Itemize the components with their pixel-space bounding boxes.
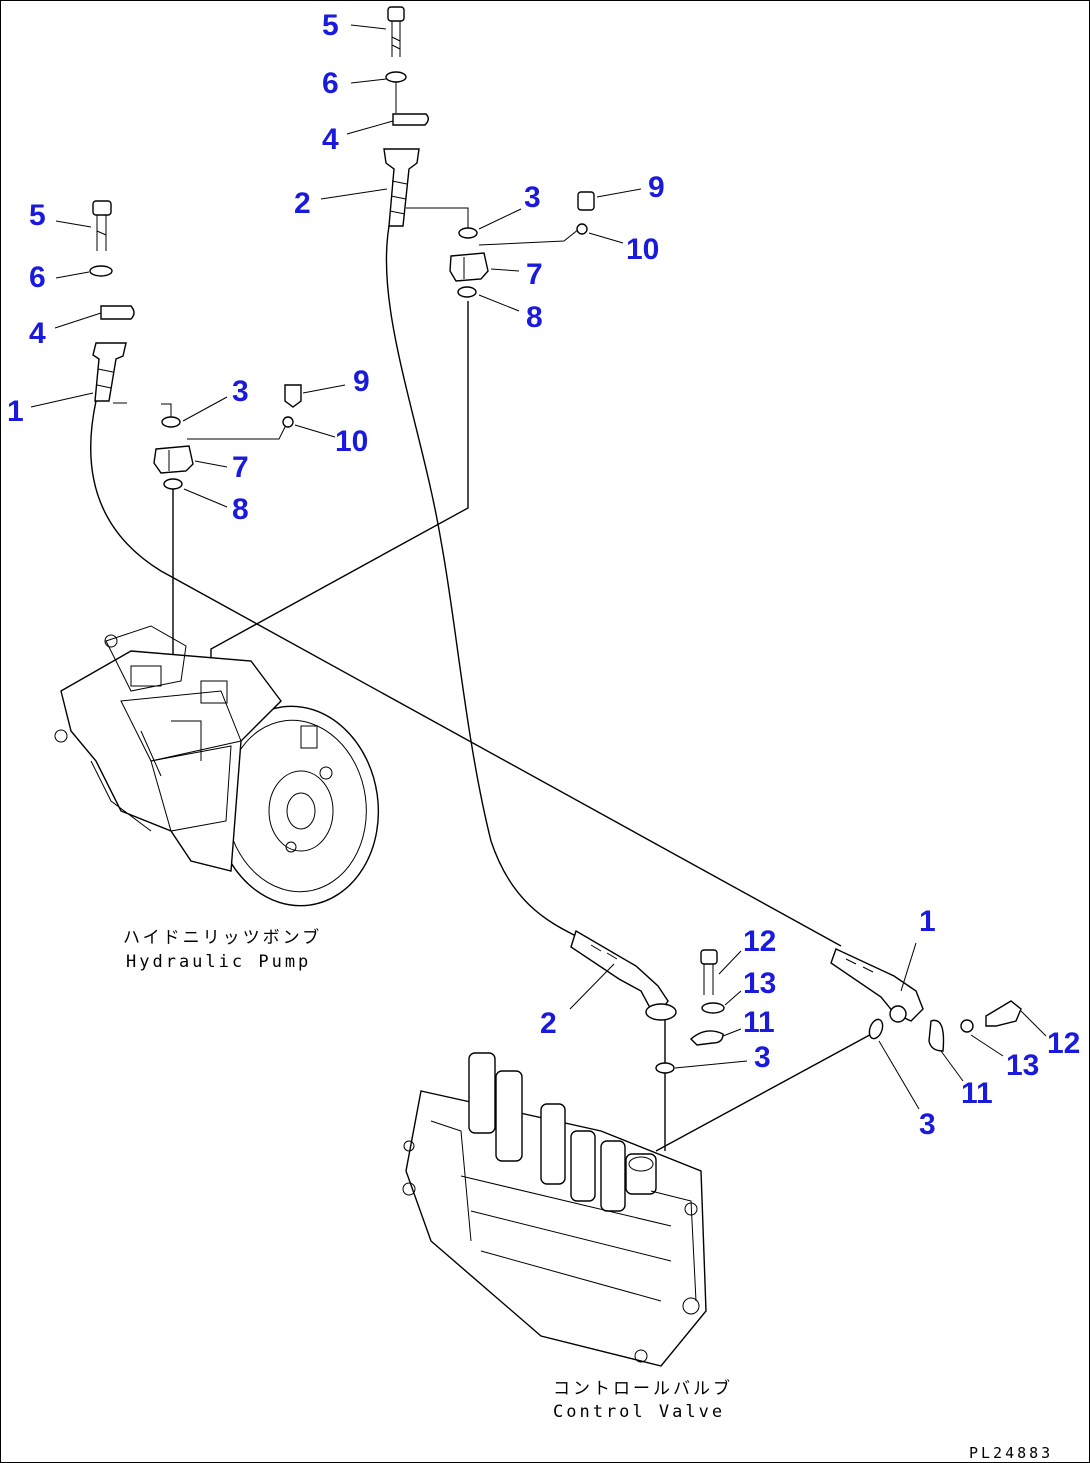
flange-1-valve	[889, 1005, 907, 1023]
callout-1-left: 1	[7, 395, 24, 428]
pump-caption-jp: ハイドニリッツボンブ	[123, 927, 322, 948]
callout-6-top: 6	[322, 67, 339, 100]
hose-fitting-top	[383, 148, 420, 227]
half-flange-11-right	[928, 1019, 945, 1052]
callout-5-top: 5	[322, 9, 339, 42]
plug-9-top	[577, 191, 595, 211]
callout-2-top: 2	[294, 187, 311, 220]
callout-2-valve: 2	[540, 1007, 557, 1040]
left-fitting-assembly	[89, 200, 135, 402]
callout-11-valve: 11	[743, 1006, 775, 1039]
oring-10-left	[282, 416, 294, 428]
callout-3-top: 3	[524, 181, 541, 214]
callout-11-right: 11	[961, 1077, 993, 1110]
callout-9-left: 9	[353, 365, 370, 398]
control-valve	[402, 1052, 707, 1367]
valve-left-fitting	[570, 929, 725, 1074]
left-port-assembly	[153, 384, 302, 490]
oring-3-valve-right	[868, 1018, 884, 1040]
callout-8-left: 8	[232, 493, 249, 526]
oring-8-left	[163, 478, 183, 490]
callout-13-valve: 13	[743, 967, 776, 1000]
split-flange-left	[100, 305, 135, 320]
valve-right-fitting	[830, 948, 1022, 1052]
callouts: 5 6 4 2 3 9 10 7 8 5 6 4 1 3 9 10 7 8 1 …	[7, 9, 1080, 1141]
callout-4-top: 4	[322, 123, 339, 156]
oring-3-valve-left	[655, 1062, 675, 1074]
callout-4-left: 4	[29, 317, 46, 350]
oring-10-top	[576, 223, 588, 235]
callout-5-left: 5	[29, 199, 46, 232]
callout-10-top: 10	[626, 233, 659, 266]
routing-lines	[90, 207, 878, 1152]
pump-caption-en: Hydraulic Pump	[126, 952, 311, 972]
split-flange-top	[392, 113, 429, 126]
washer-13-right	[960, 1019, 974, 1033]
callout-10-left: 10	[335, 425, 368, 458]
hose-2-line	[385, 215, 577, 937]
port-block-7-top	[449, 252, 489, 282]
oring-3-left	[161, 416, 181, 428]
callout-6-left: 6	[29, 261, 46, 294]
oring-3-top	[458, 227, 478, 239]
washer-left	[89, 265, 113, 277]
valve-caption-jp-visible: コントロールバルブ	[553, 1378, 733, 1399]
callout-13-right: 13	[1006, 1049, 1039, 1082]
left-oring-10-link	[187, 424, 287, 440]
callout-7-left: 7	[232, 451, 249, 484]
hose-fitting-1-valve	[830, 948, 924, 1022]
callout-8-top: 8	[526, 301, 543, 334]
callout-7-top: 7	[526, 258, 543, 291]
callout-3-valve: 3	[754, 1041, 771, 1074]
top-fitting-assembly	[383, 6, 429, 227]
bolt-12-left	[700, 949, 718, 965]
port-block-7-left	[153, 445, 194, 474]
callout-3-left: 3	[232, 375, 249, 408]
callout-3-right: 3	[919, 1108, 936, 1141]
drawing-id: PL24883	[969, 1444, 1053, 1462]
top-oring-link	[478, 228, 580, 246]
washer-top	[385, 71, 407, 83]
top-fitting-link	[406, 207, 469, 229]
valve-caption-en: Control Valve	[553, 1402, 725, 1422]
plug-9-left	[284, 384, 302, 408]
hose-fitting-2-valve	[570, 929, 669, 1012]
hydraulic-pump	[54, 625, 380, 907]
bolt-12-right	[985, 1000, 1022, 1027]
bolt-left	[92, 200, 112, 216]
bolt-top	[387, 6, 405, 22]
hose-1-line	[90, 400, 842, 947]
callout-1-right: 1	[919, 905, 936, 938]
half-flange-11-left	[689, 1030, 724, 1046]
left-oring-3-link	[161, 403, 172, 419]
callout-12-right: 12	[1047, 1027, 1080, 1060]
flange-2-valve	[645, 1003, 677, 1021]
leader-lines	[30, 24, 1047, 1110]
top-port-assembly	[449, 191, 595, 298]
washer-13-left	[701, 1002, 725, 1014]
callout-9-top: 9	[648, 171, 665, 204]
captions: ハイドニリッツボンブ Hydraulic Pump コントロールバルブ コントロ…	[123, 927, 1053, 1462]
valve-port-right-line	[655, 1030, 878, 1152]
hose-fitting-left	[92, 342, 127, 402]
oring-8-top	[457, 286, 477, 298]
callout-12-valve: 12	[743, 925, 776, 958]
